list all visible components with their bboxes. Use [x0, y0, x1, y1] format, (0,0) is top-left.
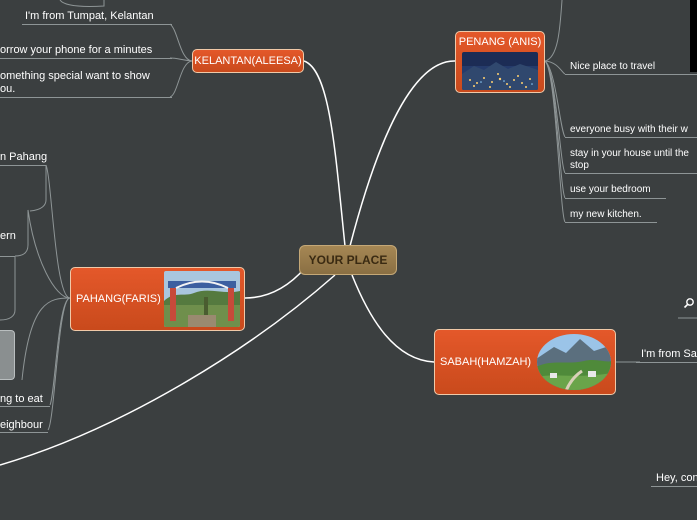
topic-pahang-label: PAHANG(FARIS) [76, 293, 161, 305]
pahang-photo-icon [164, 271, 240, 327]
link-central-pahang [244, 267, 306, 299]
sabah-leaf-1[interactable]: Hey, con [656, 472, 697, 484]
offscreen-image-edge [690, 0, 697, 72]
sabah-photo-icon [537, 334, 611, 390]
link-central-kelantan [303, 60, 346, 247]
sabah-leaf-0[interactable]: I'm from Sa [641, 348, 697, 360]
pahang-image-thumb[interactable] [0, 330, 15, 380]
penang-photo-icon [462, 52, 538, 90]
penang-leaf-5[interactable]: my new kitchen. [570, 209, 642, 220]
pahang-leaf-2[interactable]: ng to eat [0, 393, 43, 405]
penang-leaf-0[interactable]: Nice place to travel [570, 61, 656, 72]
topic-pahang[interactable]: PAHANG(FARIS) [70, 267, 245, 331]
kelantan-leaf-2[interactable]: omething special want to show [0, 70, 150, 82]
topic-kelantan[interactable]: KELANTAN(ALEESA) [192, 49, 304, 73]
topic-kelantan-label: KELANTAN(ALEESA) [194, 55, 302, 67]
kelantan-leaf-0[interactable]: I'm from Tumpat, Kelantan [25, 10, 154, 22]
topic-penang[interactable]: PENANG (ANIS) [455, 31, 545, 93]
pahang-leaf-0[interactable]: n Pahang [0, 151, 48, 163]
penang-leaf-4[interactable]: use your bedroom [570, 184, 651, 195]
link-central-penang [349, 60, 456, 247]
penang-leaf-3[interactable]: stop [570, 160, 589, 171]
central-topic-label: YOUR PLACE [308, 253, 388, 267]
pahang-leaf-1[interactable]: ern [0, 230, 16, 242]
kelantan-leaf-3[interactable]: ou. [0, 83, 16, 95]
kelantan-leaf-1[interactable]: orrow your phone for a minutes [0, 44, 153, 56]
topic-sabah[interactable]: SABAH(HAMZAH) [434, 329, 616, 395]
central-topic[interactable]: YOUR PLACE [299, 245, 397, 275]
penang-leaf-1[interactable]: everyone busy with their w [570, 124, 688, 135]
pahang-leaf-3[interactable]: eighbour [0, 419, 43, 431]
link-central-sabah [351, 274, 435, 363]
topic-penang-label: PENANG (ANIS) [458, 36, 542, 48]
penang-leaf-2[interactable]: stay in your house until the [570, 148, 689, 159]
magnifier-icon[interactable] [683, 297, 695, 309]
topic-sabah-label: SABAH(HAMZAH) [440, 356, 532, 368]
link-central-offscreen [0, 274, 336, 466]
